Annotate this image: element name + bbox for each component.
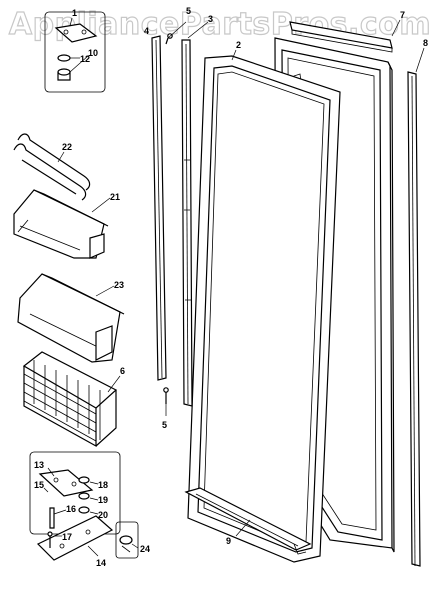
callout-15: 15 xyxy=(34,480,44,490)
callout-5-bottom: 5 xyxy=(162,420,167,430)
part-20-washer[interactable] xyxy=(78,506,90,514)
callout-24: 24 xyxy=(140,544,150,554)
callout-14: 14 xyxy=(96,558,106,568)
part-19-washer[interactable] xyxy=(78,492,90,500)
callout-19: 19 xyxy=(98,495,108,505)
leader-lines xyxy=(43,17,425,557)
callout-9: 9 xyxy=(226,536,231,546)
callout-17: 17 xyxy=(62,532,72,542)
part-4-handle-strip[interactable] xyxy=(151,35,167,381)
callout-1: 1 xyxy=(72,8,77,18)
part-2-door-gasket[interactable] xyxy=(187,55,341,563)
callout-5-top: 5 xyxy=(186,6,191,16)
part-3-trim-strip[interactable] xyxy=(181,39,193,407)
callout-23: 23 xyxy=(114,280,124,290)
part-18-bushing[interactable] xyxy=(78,476,90,484)
part-12-spacer[interactable] xyxy=(57,54,71,62)
part-16-hinge-pin[interactable] xyxy=(49,507,55,529)
callout-4: 4 xyxy=(144,26,149,36)
part-21-door-bin[interactable] xyxy=(13,189,109,259)
callout-16: 16 xyxy=(66,504,76,514)
callout-8: 8 xyxy=(423,38,428,48)
part-24-inset xyxy=(115,521,139,559)
part-24-cam[interactable] xyxy=(119,535,133,553)
part-5-screw-bottom[interactable] xyxy=(163,387,169,404)
callout-7: 7 xyxy=(400,10,405,20)
callout-3: 3 xyxy=(208,14,213,24)
callout-21: 21 xyxy=(110,192,120,202)
callout-20: 20 xyxy=(98,510,108,520)
part-15-hinge-plate[interactable] xyxy=(38,469,94,497)
callout-18: 18 xyxy=(98,480,108,490)
basket-wires xyxy=(23,360,101,442)
callout-6: 6 xyxy=(120,366,125,376)
part-23-door-bin[interactable] xyxy=(17,273,125,363)
callout-2: 2 xyxy=(236,40,241,50)
part-7-top-cap[interactable] xyxy=(289,21,393,53)
part-9-bottom-cap[interactable] xyxy=(184,487,312,555)
upper-hinge-inset xyxy=(44,11,106,93)
callout-13: 13 xyxy=(34,460,44,470)
part-1-upper-hinge[interactable] xyxy=(54,23,98,43)
callout-22: 22 xyxy=(62,142,72,152)
callout-12: 12 xyxy=(80,54,90,64)
part-6-wire-basket[interactable] xyxy=(22,351,118,448)
part-22-bin-rail[interactable] xyxy=(13,133,91,201)
part-17-screw[interactable] xyxy=(47,531,53,548)
callout-labels: 1 2 3 4 5 5 6 7 8 9 10 12 13 14 15 16 17… xyxy=(34,6,428,568)
part-8-side-trim[interactable] xyxy=(407,71,421,567)
part-14-bottom-bracket[interactable] xyxy=(36,515,114,561)
part-10-hinge-pin[interactable] xyxy=(57,68,71,81)
callout-10: 10 xyxy=(88,48,98,58)
